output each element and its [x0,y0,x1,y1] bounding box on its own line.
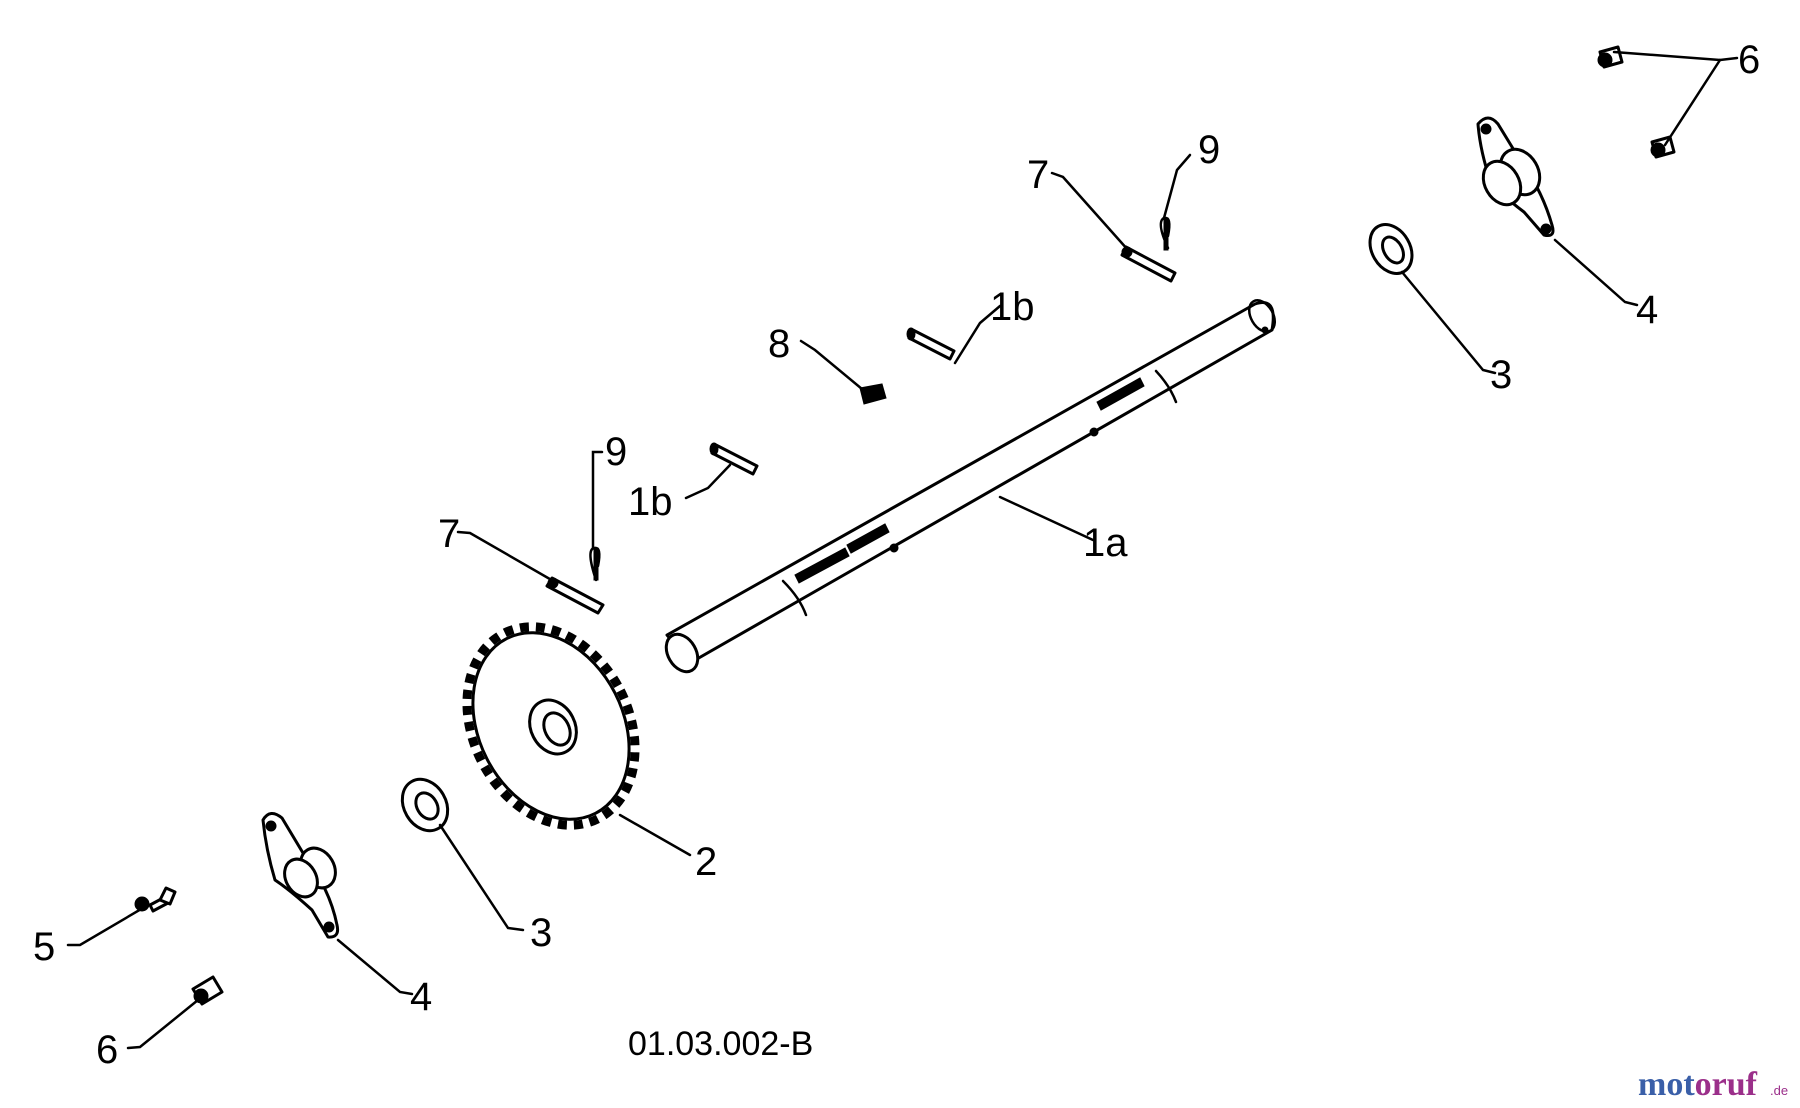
bearing-flange-left-part [261,812,340,939]
watermark-logo: motoruf .de [1638,1066,1788,1103]
pin-left-part [545,576,605,615]
callout-7-left: 7 [438,512,460,556]
clip-right-part [1159,216,1171,251]
nut-lower-right-part [1650,135,1676,159]
callout-1b-upper: 1b [990,285,1035,329]
callout-labels: 1a 1b 1b 2 3 3 4 4 5 6 6 7 7 8 9 9 [33,38,1760,1072]
callout-4-left: 4 [410,975,432,1019]
bolt-part [134,886,177,913]
nut-bottom-part [191,975,224,1006]
callout-1b-lower: 1b [628,480,673,524]
callout-5: 5 [33,925,55,969]
callout-4-right: 4 [1636,288,1658,332]
key-small-part [859,383,887,405]
key-upper-part [906,327,956,361]
svg-text:motoruf: motoruf [1638,1066,1758,1103]
bearing-flange-right-part [1476,116,1555,237]
callout-9-right: 9 [1198,128,1220,172]
sprocket-part [462,622,640,830]
watermark-part2: oruf [1695,1066,1758,1103]
shaft-part [664,299,1277,674]
leader-lines [66,50,1739,1050]
watermark-part1: mot [1638,1066,1695,1103]
drawing-code: 01.03.002-B [628,1025,813,1063]
callout-3-left: 3 [530,911,552,955]
key-left-part [709,442,759,476]
callout-8: 8 [768,322,790,366]
callout-6-top: 6 [1738,38,1760,82]
washer-right-part [1368,223,1414,275]
callout-6-bottom: 6 [96,1028,118,1072]
watermark-suffix: .de [1770,1083,1788,1098]
pin-right-part [1120,245,1177,283]
callout-7-right: 7 [1027,153,1049,197]
callout-3-right: 3 [1490,353,1512,397]
nut-top-right-part [1597,45,1624,69]
washer-left-part [400,777,450,833]
callout-9-left: 9 [605,430,627,474]
clip-left-part [589,546,601,582]
callout-2: 2 [695,840,717,884]
callout-1a: 1a [1083,521,1128,565]
